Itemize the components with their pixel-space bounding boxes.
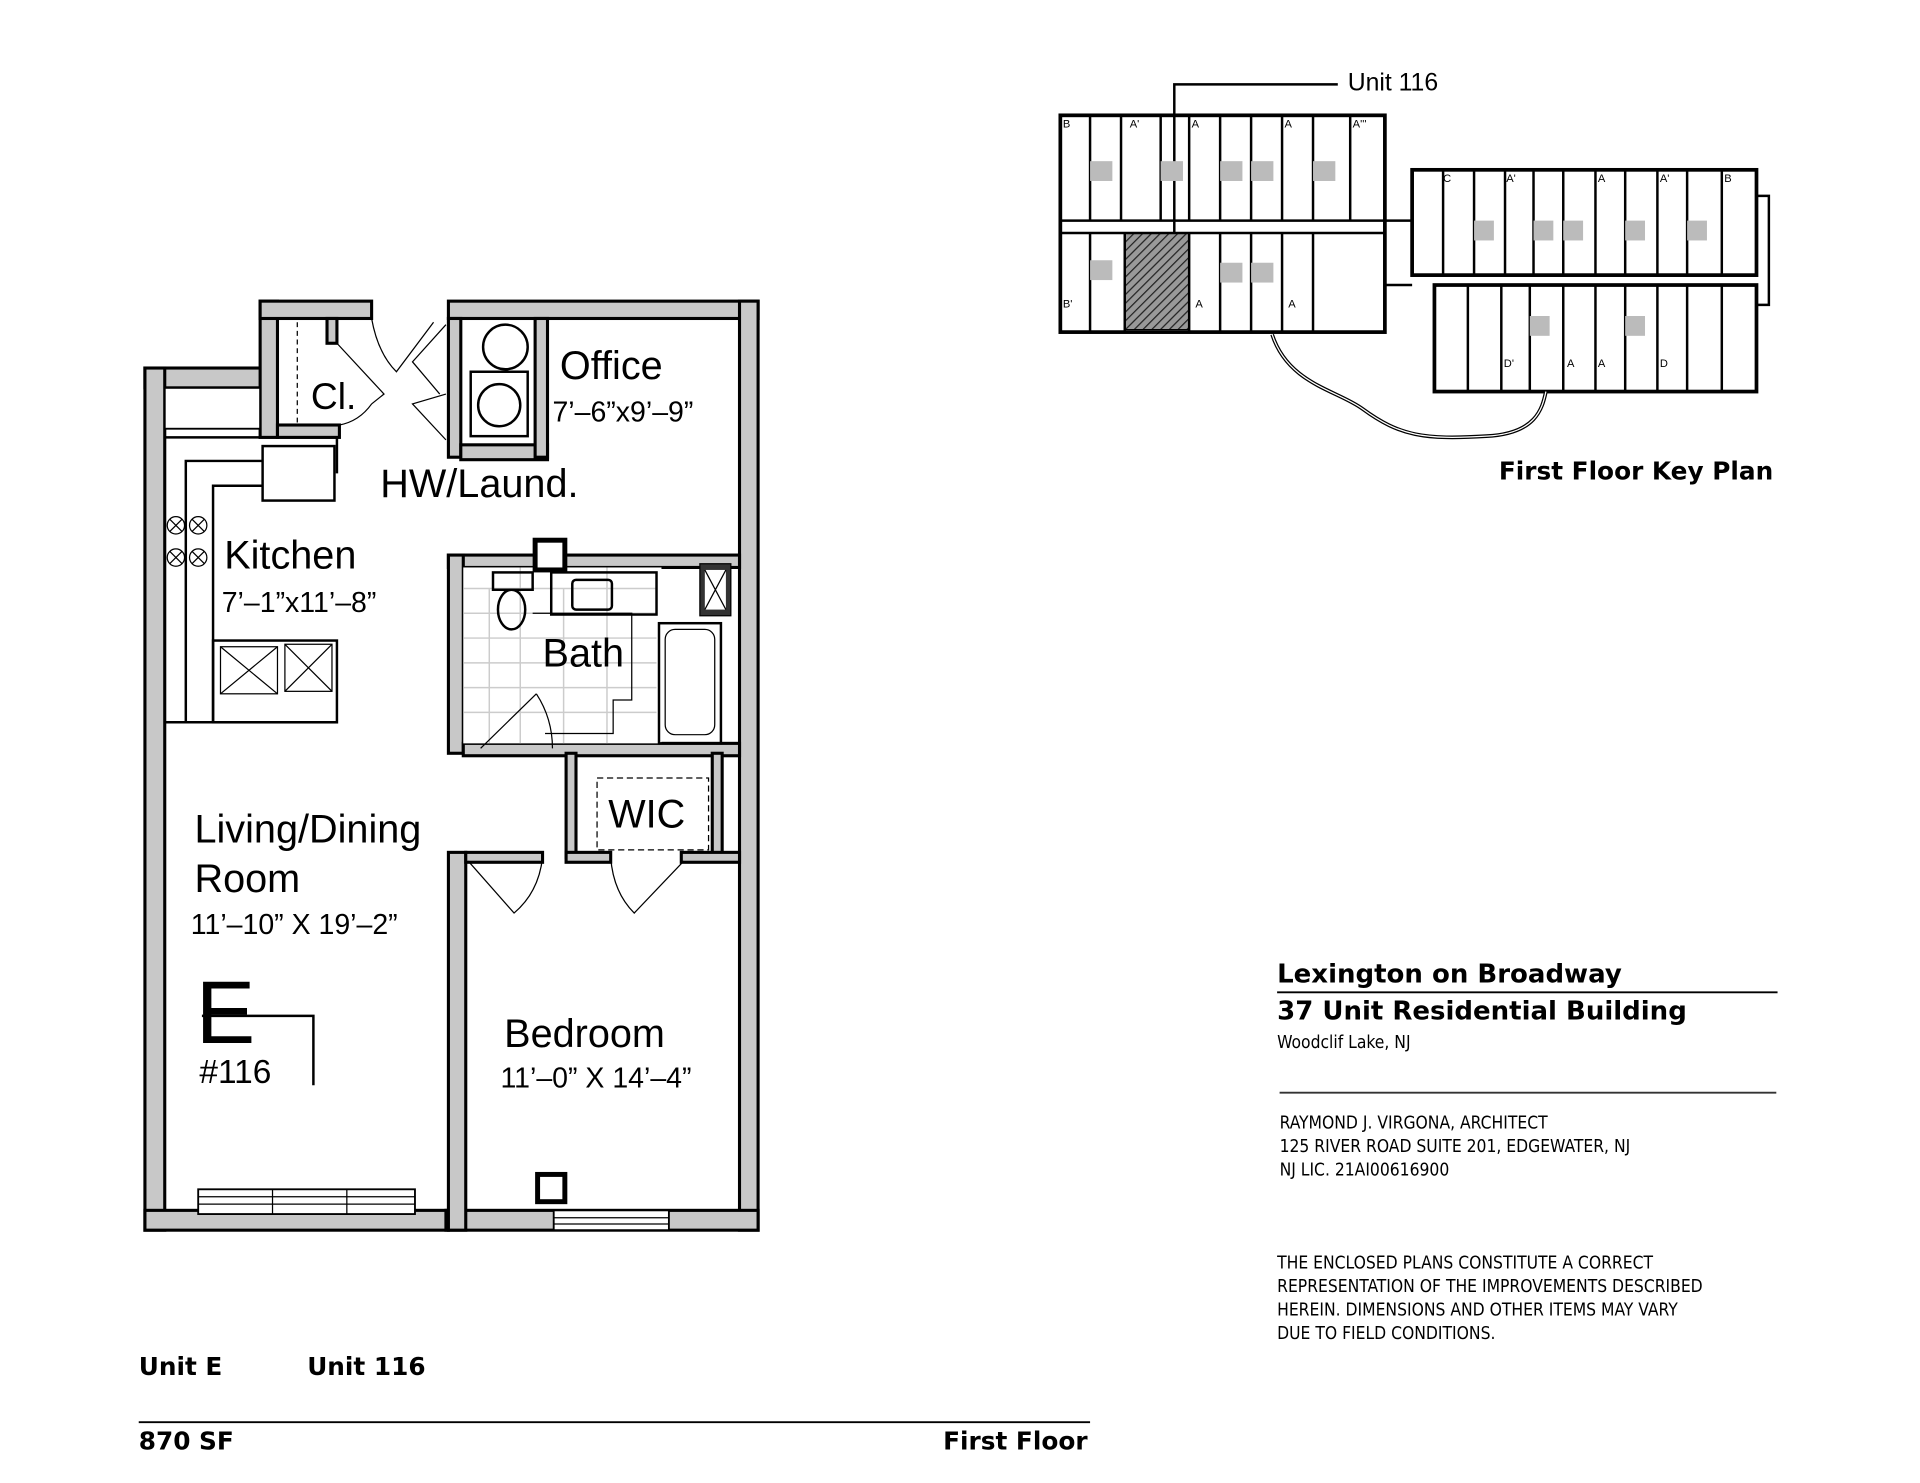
key-unit-label: A xyxy=(1285,119,1293,131)
washer-drum xyxy=(476,382,522,428)
entry-door xyxy=(371,318,435,373)
wall xyxy=(533,316,550,459)
room-label-living-2: Room xyxy=(194,857,300,901)
room-dims-kitchen: 7’–1”x11’–8” xyxy=(222,587,377,619)
unit-116-highlight xyxy=(1124,232,1190,331)
key-unit-label: D' xyxy=(1504,358,1514,370)
unit-tag-line xyxy=(201,1014,315,1086)
wall xyxy=(325,316,339,345)
key-unit-label: B' xyxy=(1063,298,1073,310)
disclaimer-line: HEREIN. DIMENSIONS AND OTHER ITEMS MAY V… xyxy=(1277,1301,1678,1321)
callout-leader xyxy=(1173,83,1338,286)
room-label-laundry: HW/Laund. xyxy=(380,462,578,506)
dryer xyxy=(481,323,529,371)
disclaimer-line: THE ENCLOSED PLANS CONSTITUTE A CORRECT xyxy=(1276,1254,1653,1274)
closet-door xyxy=(336,342,385,426)
room-label-living: Living/Dining xyxy=(194,807,421,851)
wall xyxy=(258,299,280,439)
room-label-bedroom: Bedroom xyxy=(504,1012,665,1056)
architect-name: RAYMOND J. VIRGONA, ARCHITECT xyxy=(1280,1114,1549,1134)
plan-footer: Unit E Unit 116 870 SF First Floor xyxy=(138,1352,1091,1455)
unit-area: 870 SF xyxy=(139,1426,234,1455)
room-dims-living: 11’–10” X 19’–2” xyxy=(191,909,398,941)
architect-address: 125 RIVER ROAD SUITE 201, EDGEWATER, NJ xyxy=(1280,1137,1631,1157)
wall xyxy=(710,751,724,859)
wall xyxy=(275,423,341,439)
floor-label: First Floor xyxy=(943,1426,1088,1455)
bathroom xyxy=(446,553,742,758)
key-unit-label: A xyxy=(1598,358,1606,370)
bath-door xyxy=(480,693,554,749)
room-dims-bedroom: 11’–0” X 14’–4” xyxy=(500,1063,691,1095)
column xyxy=(535,1171,568,1205)
key-plan-title: First Floor Key Plan xyxy=(1499,457,1773,486)
room-label-kitchen: Kitchen xyxy=(224,534,356,578)
unit-number: #116 xyxy=(199,1054,271,1091)
wic-shelf xyxy=(596,777,710,851)
window xyxy=(197,1188,416,1215)
wall xyxy=(446,850,468,1232)
key-unit-label: A' xyxy=(1130,119,1140,131)
key-unit-label: B xyxy=(1724,173,1731,185)
wall xyxy=(446,316,463,459)
room-label-closet: Cl. xyxy=(311,375,356,417)
key-unit-label: B xyxy=(1063,119,1070,131)
washer xyxy=(469,370,529,438)
room-label-wic: WIC xyxy=(608,793,685,837)
project-name: Lexington on Broadway xyxy=(1277,959,1622,989)
room-dims-office: 7’–6”x9’–9” xyxy=(552,396,693,428)
cooktop-icon xyxy=(166,516,208,567)
column xyxy=(532,537,568,573)
room-label-office: Office xyxy=(560,344,663,388)
key-unit-label: A' xyxy=(1660,173,1670,185)
project-location: Woodclif Lake, NJ xyxy=(1277,1033,1410,1053)
wall xyxy=(737,299,760,1232)
wic-door xyxy=(610,857,685,914)
laundry-doors xyxy=(411,324,447,441)
wall xyxy=(464,850,545,864)
unit-letter: E xyxy=(196,962,255,1062)
toilet-icon xyxy=(496,588,527,631)
key-unit-label: A xyxy=(1288,298,1296,310)
key-plan-callout: Unit 116 xyxy=(1348,70,1438,97)
unit-id: Unit 116 xyxy=(307,1352,425,1381)
key-unit-label: A xyxy=(1567,358,1575,370)
title-block: Lexington on Broadway 37 Unit Residentia… xyxy=(1276,959,1778,1344)
sink-icon xyxy=(571,578,614,611)
key-unit-label: C xyxy=(1443,173,1451,185)
bath-rug xyxy=(532,612,633,735)
wall xyxy=(143,366,167,1232)
key-plan: Unit 116 B A' A A A''' B' A A xyxy=(1058,70,1773,486)
wall xyxy=(564,751,578,859)
architect-license: NJ LIC. 21AI00616900 xyxy=(1280,1161,1450,1181)
key-unit-label: D xyxy=(1660,358,1668,370)
wall xyxy=(446,299,760,321)
room-label-bath: Bath xyxy=(543,632,625,676)
window xyxy=(552,1209,670,1232)
key-unit-label: A xyxy=(1598,173,1606,185)
disclaimer-line: REPRESENTATION OF THE IMPROVEMENTS DESCR… xyxy=(1277,1277,1703,1297)
key-unit-label: A' xyxy=(1506,173,1516,185)
unit-type: Unit E xyxy=(139,1352,223,1381)
project-subtitle: 37 Unit Residential Building xyxy=(1277,997,1687,1027)
kitchen-counter xyxy=(164,436,339,724)
wall xyxy=(564,850,613,864)
bathtub-icon xyxy=(657,621,723,745)
vanity xyxy=(549,571,658,616)
walkway-path xyxy=(1270,334,1548,440)
bedroom-door xyxy=(467,857,544,914)
key-unit-label: A''' xyxy=(1353,119,1367,131)
wall xyxy=(679,850,742,864)
key-unit-label: A xyxy=(1195,298,1203,310)
unit-floor-plan: Office 7’–6”x9’–9” Cl. HW/Laund. Kitchen… xyxy=(143,299,760,1232)
wall xyxy=(258,299,374,321)
window xyxy=(163,386,262,430)
disclaimer-line: DUE TO FIELD CONDITIONS. xyxy=(1277,1324,1495,1344)
key-unit-label: A xyxy=(1192,119,1200,131)
